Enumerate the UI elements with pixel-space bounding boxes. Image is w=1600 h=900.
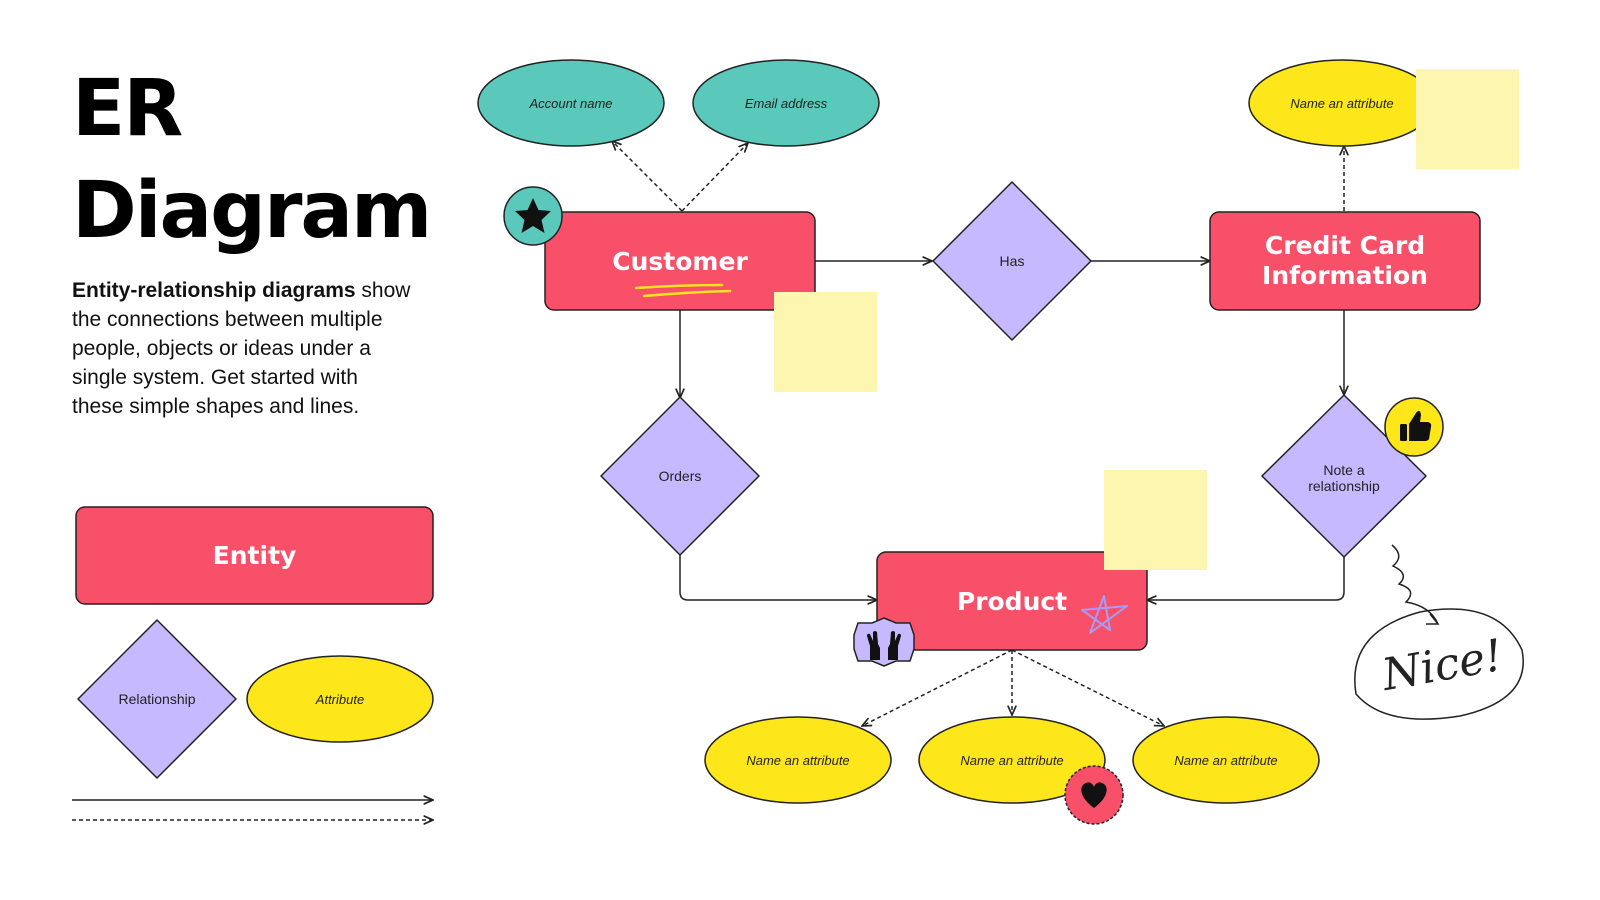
dashed-product-attr-3 (1011, 649, 1164, 726)
legend-relationship[interactable] (77, 619, 237, 779)
relationship-orders[interactable] (600, 396, 760, 556)
connector-orders-product (679, 553, 877, 600)
attribute-product-1-label: Name an attribute (746, 752, 850, 768)
description-text: show the connections between multiple pe… (72, 279, 411, 418)
connectors (612, 141, 1344, 726)
attribute-email-address-label: Email address (744, 95, 828, 111)
entity-credit-card[interactable] (1209, 211, 1481, 311)
attribute-email-address[interactable] (692, 59, 880, 147)
attribute-product-2-label: Name an attribute (960, 752, 1064, 768)
connector-note-product (1147, 556, 1345, 600)
star-scribble-icon (1081, 595, 1128, 634)
relationship-has-label: Has (999, 253, 1025, 269)
sticky-note[interactable] (774, 292, 877, 392)
heart-icon (1064, 765, 1124, 825)
title-line-1: ER (72, 64, 183, 154)
highlight-scribble (634, 283, 732, 298)
entity-product-label: Product (956, 587, 1068, 616)
relationship-note-label: Note a relationship (1308, 462, 1380, 494)
legend-entity[interactable] (75, 506, 434, 605)
attribute-product-3[interactable] (1132, 716, 1320, 804)
dashed-product-attr-1 (862, 649, 1013, 726)
sticky-note[interactable] (1104, 470, 1207, 570)
attribute-product-2[interactable] (918, 716, 1106, 804)
entity-credit-card-label: Credit Card Information (1262, 231, 1428, 290)
description: Entity-relationship diagrams show the co… (72, 276, 412, 421)
star-icon (503, 186, 563, 246)
title-line-2: Diagram (72, 166, 432, 256)
dashed-customer-account (612, 141, 683, 212)
attribute-account-name-label: Account name (529, 95, 613, 111)
relationship-orders-label: Orders (658, 468, 702, 484)
sticky-note[interactable] (1416, 69, 1519, 169)
raised-hands-icon (853, 617, 915, 667)
attribute-account-name[interactable] (477, 59, 665, 147)
legend-attribute-label: Attribute (315, 691, 365, 707)
relationship-has[interactable] (932, 181, 1092, 341)
entity-customer-label: Customer (612, 247, 748, 276)
page-title: ER Diagram (72, 58, 432, 262)
entity-product[interactable] (876, 551, 1148, 651)
nice-doodle (1354, 544, 1524, 720)
description-bold: Entity-relationship diagrams (72, 279, 356, 302)
legend-attribute[interactable] (246, 655, 434, 743)
thumbs-up-icon (1384, 397, 1444, 457)
dashed-connectors (612, 141, 1344, 726)
sticky-notes (774, 69, 1519, 570)
legend-relationship-label: Relationship (118, 691, 196, 707)
legend-entity-label: Entity (212, 540, 297, 570)
dashed-customer-email (681, 143, 748, 212)
entity-customer[interactable] (544, 211, 816, 311)
attribute-product-1[interactable] (704, 716, 892, 804)
attribute-credit-card-label: Name an attribute (1290, 95, 1394, 111)
attribute-product-3-label: Name an attribute (1174, 752, 1278, 768)
